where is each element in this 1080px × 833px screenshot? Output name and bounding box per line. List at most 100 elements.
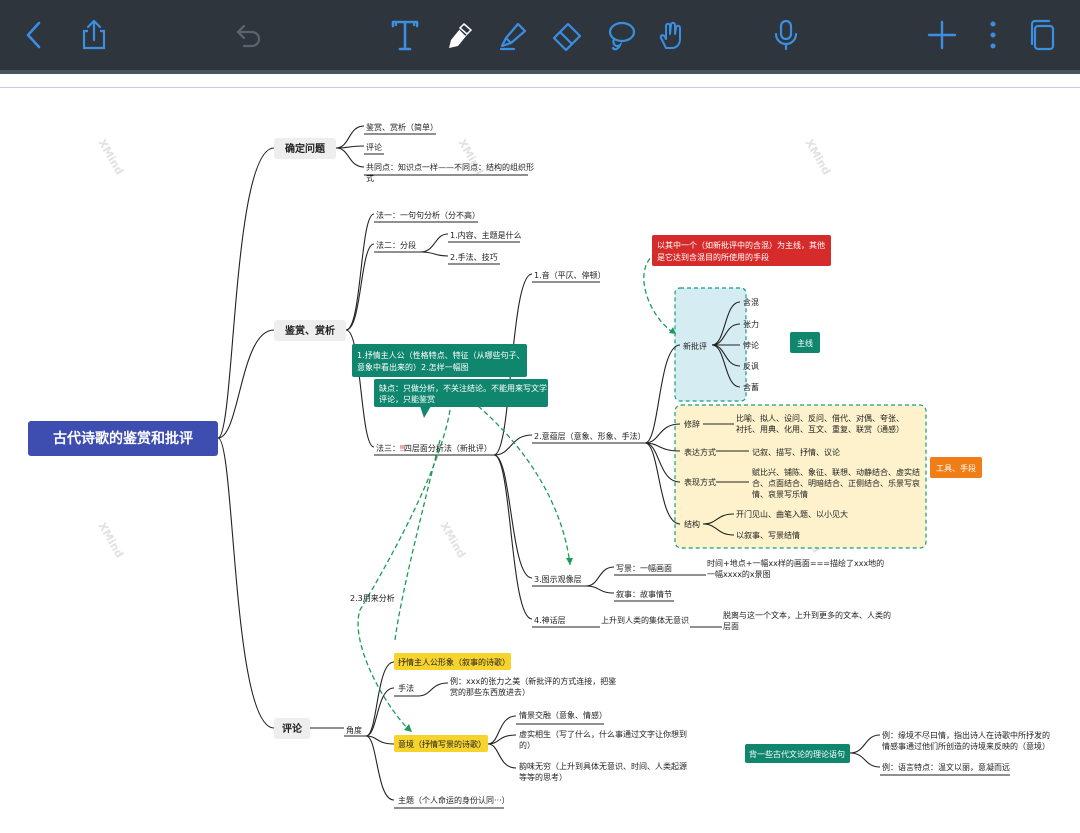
back-button[interactable] [8, 8, 62, 62]
method-3: 法三：‼四层面分析法（新批评） [376, 443, 492, 453]
layer-1: 1.音（平仄、停顿） [534, 270, 606, 280]
share-button[interactable] [67, 8, 121, 62]
pages-button[interactable] [1016, 8, 1070, 62]
tuoli-line2: 层面 [723, 622, 739, 631]
tag-zhuxian[interactable] [790, 332, 820, 353]
tag-yijing[interactable] [394, 735, 488, 752]
text-tool-icon [391, 20, 419, 51]
example-2: 例：语言特点：温文以丽，意凝而远 [882, 762, 1010, 772]
tag-gongju-label: 工具、手段 [936, 463, 976, 473]
svg-text:XMind: XMind [802, 137, 833, 177]
mind-map: XMind XMind XMind XMind XMind XMind [28, 122, 1050, 809]
note-weakness[interactable] [374, 379, 548, 407]
section-pinglun-title: 评论 [282, 722, 303, 735]
method-2-sub-2: 2.手法、技巧 [450, 252, 498, 262]
xushi-label: 叙事：故事情节 [616, 589, 672, 599]
tag-shuqing-label: 抒情主人公形象（叙事的诗歌） [398, 657, 510, 667]
pages-icon [1030, 19, 1055, 51]
tag-gongju[interactable] [930, 457, 982, 478]
share-icon [82, 19, 106, 50]
layer-2: 2.意蕴层（意象、形象、手法） [534, 431, 646, 441]
highlighter-tool-button[interactable] [486, 8, 540, 62]
watermark-5: XMind [437, 520, 468, 560]
hand-tool-button[interactable] [643, 8, 697, 62]
yijing-item-3-line1: 韵味无穷（上升到具体无意识、时间、人类起源 [519, 761, 687, 771]
pen-icon [449, 22, 473, 48]
tuoli-line1: 脱离与这一个文本，上升到更多的文本、人类的 [723, 610, 891, 620]
add-icon [927, 20, 957, 50]
reuse-label: 2.3用来分析 [350, 593, 395, 603]
shoufa-example-line2: 赏的那些东西放进去） [450, 687, 530, 697]
note-weakness-pointer [420, 406, 431, 418]
yijing-item-2-line2: 的） [519, 740, 535, 750]
note-canvas[interactable]: XMind XMind XMind XMind XMind XMind [0, 74, 1080, 833]
shoufa-group [674, 404, 927, 549]
yijing-item-3-line2: 等等的思考） [519, 772, 567, 782]
xinpiping-label: 新批评 [683, 341, 707, 351]
xinpiping-item-3: 悖论 [743, 340, 759, 350]
xinpiping-item-2: 张力 [743, 319, 759, 329]
section-jianshang-node[interactable] [274, 320, 346, 341]
shoufa-label: 手法 [398, 683, 414, 693]
xiejing-label: 写景：一幅画面 [616, 563, 672, 573]
example-1-line1: 例：缘境不尽曰情，指出诗人在诗歌中所抒发的 [882, 730, 1050, 740]
shangsheng-label: 上升到人类的集体无意识 [601, 615, 689, 625]
method-2: 法二：分段 [376, 240, 416, 250]
sec1-common-line1: 共同点：知识点一样——不同点：结构的组织形 [366, 162, 534, 172]
note-red-mainline[interactable] [652, 235, 831, 266]
root-title: 古代诗歌的鉴赏和批评 [53, 430, 193, 447]
shoufa-example-line1: 例：xxx的张力之美（新批评的方式连接，把鉴 [450, 676, 616, 686]
microphone-icon [774, 19, 798, 51]
svg-text:XMind: XMind [437, 520, 468, 560]
jiaodu-label: 角度 [346, 725, 362, 735]
dashed-links [357, 252, 677, 732]
eraser-tool-button[interactable] [540, 8, 594, 62]
section-pinglun-node[interactable] [274, 718, 310, 739]
sec1-common-line2: 式 [366, 173, 374, 183]
example-1-line2: 情感事通过他们所创造的诗境来反映的（意境） [882, 741, 1050, 751]
note-beiyi-label: 背一些古代文论的理论语句 [749, 749, 845, 759]
toolbar-divider [0, 70, 1080, 74]
jiegou-label: 结构 [684, 519, 700, 529]
tag-shuqing[interactable] [394, 653, 511, 670]
note-weakness-line1: 缺点：只做分析，不关注结论。不能用来写文学 [379, 383, 547, 393]
method-2-sub-1: 1.内容、主题是什么 [450, 230, 522, 240]
jiegou-item-2: 以叙事、写景结情 [736, 530, 800, 540]
note-red-line2: 是它达到含混目的所使用的手段 [657, 252, 769, 262]
sec1-item-1: 鉴赏、赏析（简单） [366, 122, 438, 132]
note-protagonist[interactable] [352, 344, 527, 377]
sec1-item-2: 评论 [366, 142, 382, 152]
watermark-1: XMind [95, 137, 126, 177]
add-button[interactable] [915, 8, 969, 62]
undo-icon [236, 24, 261, 48]
jiegou-item-1: 开门见山、曲笔入题、以小见大 [736, 509, 848, 519]
more-button[interactable] [966, 8, 1020, 62]
layer-3: 3.图示观像层 [534, 574, 582, 584]
highlighter-icon [499, 22, 527, 51]
biaoxian-line3: 情、哀景写乐情 [752, 489, 808, 499]
section-queding-title: 确定问题 [285, 142, 326, 155]
xinpiping-item-4: 反讽 [743, 361, 759, 371]
biaoda-label: 表达方式 [684, 447, 716, 457]
toolbar [0, 0, 1080, 70]
undo-button[interactable] [222, 8, 276, 62]
biaoda-text: 记叙、描写、抒情、议论 [752, 447, 840, 457]
note-beiyi[interactable] [745, 744, 850, 763]
biaoxian-line1: 赋比兴、铺陈、象征、联想、动静结合、虚实结 [752, 467, 920, 477]
zhuti-label: 主题（个人命运的身份认同···） [398, 795, 510, 805]
lasso-icon [608, 21, 636, 51]
svg-text:XMind: XMind [95, 520, 126, 560]
more-icon [990, 21, 996, 49]
page-rule-line [0, 87, 1080, 88]
microphone-button[interactable] [759, 8, 813, 62]
yijing-item-2-line1: 虚实相生（写了什么，什么事通过文字让你想到 [519, 729, 687, 739]
root-node[interactable] [28, 421, 218, 456]
section-queding-node[interactable] [274, 138, 336, 159]
watermark-4: XMind [95, 520, 126, 560]
pen-tool-button[interactable] [432, 8, 486, 62]
xinpiping-item-5: 含蓄 [743, 382, 759, 392]
lasso-tool-button[interactable] [594, 8, 648, 62]
note-weakness-line2: 评论，只能鉴赏 [379, 394, 435, 404]
layer-4: 4.神话层 [534, 615, 566, 625]
text-tool-button[interactable] [378, 8, 432, 62]
